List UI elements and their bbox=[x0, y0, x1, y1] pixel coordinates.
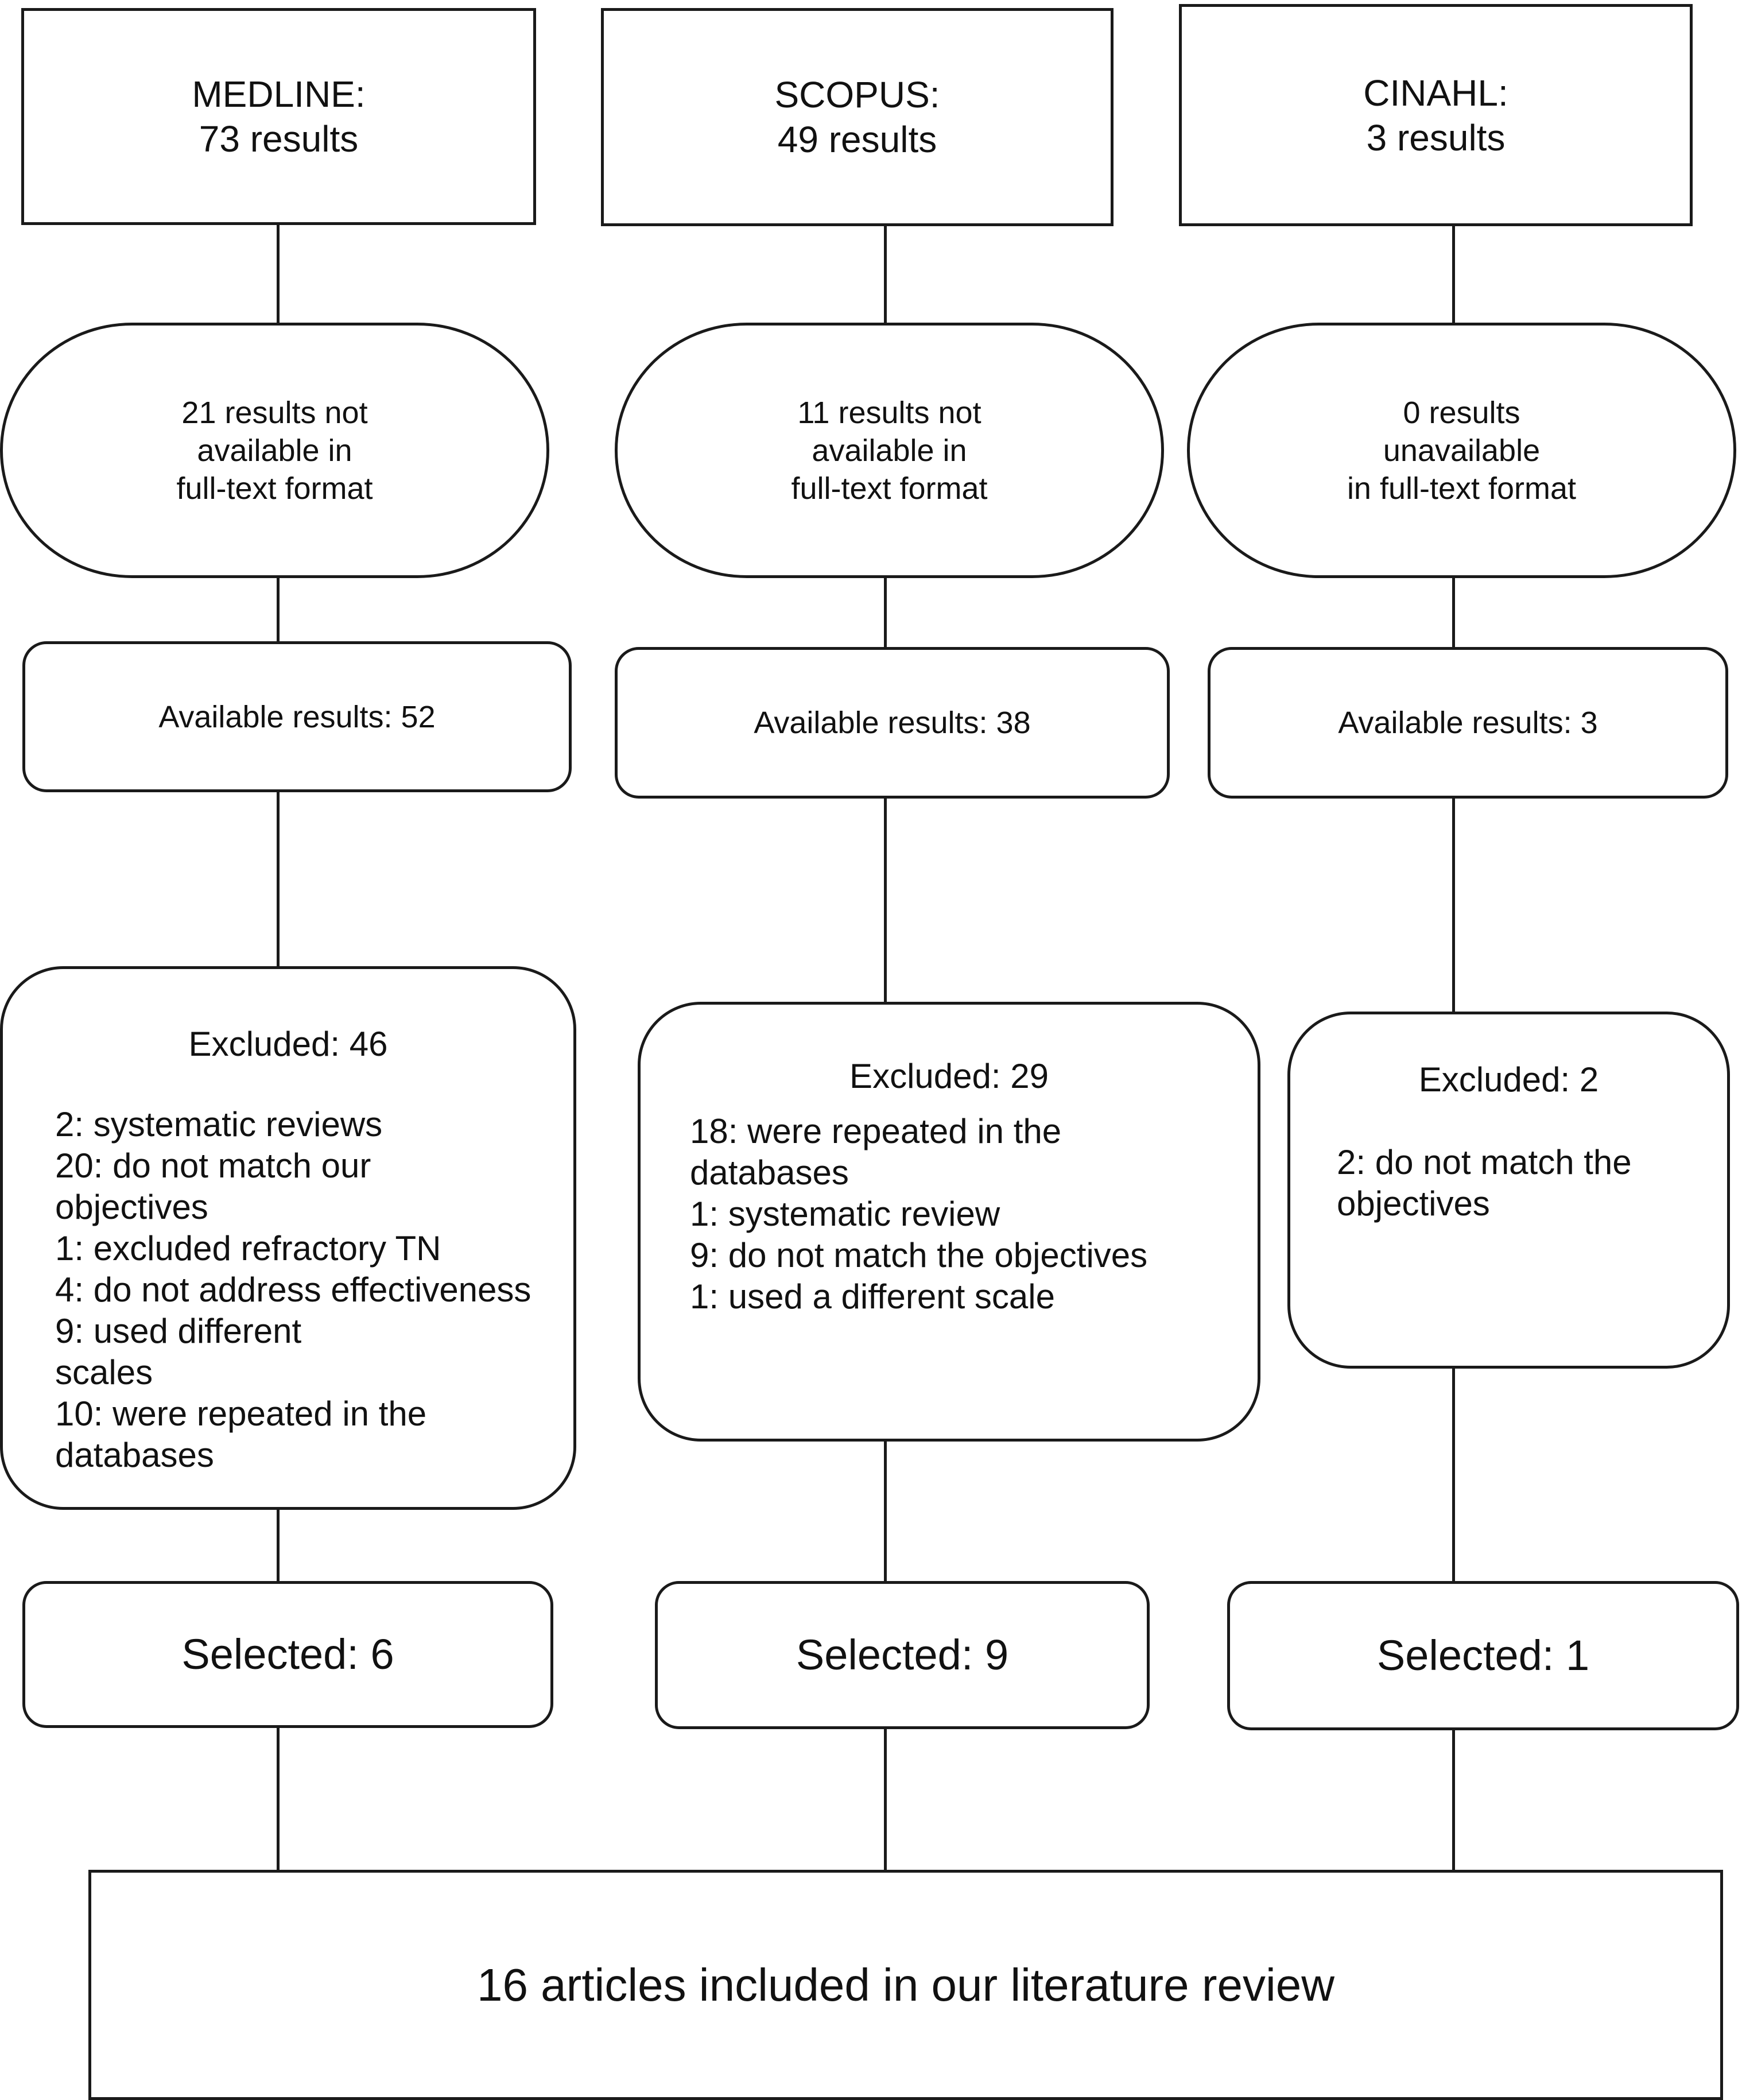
exclusion-reason: 1: used a different scale bbox=[690, 1277, 1055, 1316]
unavailable-text-line: unavailable bbox=[1383, 433, 1541, 468]
unavailable-text-line: 11 results not bbox=[797, 395, 981, 430]
unavailable-text-line: full-text format bbox=[791, 471, 988, 506]
source-box-medline: MEDLINE: 73 results bbox=[21, 8, 536, 225]
connector bbox=[884, 1728, 887, 1871]
connector bbox=[1452, 225, 1455, 324]
selected-box-scopus: Selected: 9 bbox=[655, 1581, 1150, 1729]
final-box: 16 articles included in our literature r… bbox=[88, 1870, 1723, 2100]
unavailable-text-line: full-text format bbox=[176, 471, 373, 506]
unavailable-text-line: 0 results bbox=[1403, 395, 1520, 430]
exclusion-reason: 1: systematic review bbox=[690, 1195, 1000, 1233]
exclusion-reason: 20: do not match our bbox=[55, 1146, 371, 1185]
exclusion-reason: 4: do not address effectiveness bbox=[55, 1270, 531, 1309]
unavailable-text-line: available in bbox=[197, 433, 352, 468]
source-result-count: 49 results bbox=[777, 119, 937, 160]
connector bbox=[277, 791, 280, 967]
exclusion-reason: scales bbox=[55, 1353, 153, 1392]
source-result-count: 73 results bbox=[199, 118, 359, 160]
excluded-count: Excluded: 2 bbox=[1418, 1060, 1599, 1099]
excluded-count: Excluded: 46 bbox=[188, 1025, 388, 1063]
connector bbox=[277, 223, 280, 324]
excluded-box-scopus: Excluded: 29 18: were repeated in the da… bbox=[638, 1002, 1260, 1442]
source-name: MEDLINE: bbox=[192, 73, 366, 115]
selected-count: Selected: 1 bbox=[1376, 1632, 1590, 1679]
exclusion-reason: databases bbox=[55, 1436, 214, 1474]
connector bbox=[277, 577, 280, 642]
source-box-scopus: SCOPUS: 49 results bbox=[601, 8, 1114, 226]
unavailable-text-line: in full-text format bbox=[1347, 471, 1577, 506]
connector bbox=[884, 797, 887, 1003]
exclusion-reason: objectives bbox=[1337, 1184, 1490, 1223]
available-count: Available results: 38 bbox=[754, 706, 1031, 740]
connector bbox=[1452, 1367, 1455, 1582]
final-result: 16 articles included in our literature r… bbox=[476, 1959, 1335, 2010]
connector bbox=[277, 1509, 280, 1582]
exclusion-reason: 9: do not match the objectives bbox=[690, 1236, 1148, 1274]
unavailable-text-line: 21 results not bbox=[181, 395, 368, 430]
source-name: CINAHL: bbox=[1363, 72, 1508, 114]
connector bbox=[277, 1727, 280, 1871]
exclusion-reason: 10: were repeated in the bbox=[55, 1394, 427, 1433]
source-name: SCOPUS: bbox=[774, 74, 940, 115]
selected-count: Selected: 9 bbox=[796, 1631, 1009, 1679]
available-count: Available results: 3 bbox=[1338, 706, 1598, 740]
connector bbox=[1452, 577, 1455, 648]
connector bbox=[1452, 1729, 1455, 1871]
exclusion-reason: 2: systematic reviews bbox=[55, 1105, 383, 1144]
exclusion-reason: objectives bbox=[55, 1188, 208, 1226]
available-box-cinahl: Available results: 3 bbox=[1208, 647, 1728, 799]
unavailable-box-scopus: 11 results not available in full-text fo… bbox=[615, 323, 1164, 578]
selected-box-cinahl: Selected: 1 bbox=[1227, 1581, 1739, 1730]
source-box-cinahl: CINAHL: 3 results bbox=[1179, 4, 1693, 226]
excluded-count: Excluded: 29 bbox=[849, 1057, 1049, 1095]
selected-count: Selected: 6 bbox=[181, 1630, 394, 1678]
available-box-scopus: Available results: 38 bbox=[615, 647, 1170, 799]
connector bbox=[884, 1440, 887, 1582]
source-result-count: 3 results bbox=[1366, 117, 1506, 158]
exclusion-reason: 9: used different bbox=[55, 1312, 302, 1350]
available-box-medline: Available results: 52 bbox=[22, 641, 572, 792]
unavailable-text-line: available in bbox=[812, 433, 967, 468]
unavailable-box-cinahl: 0 results unavailable in full-text forma… bbox=[1187, 323, 1736, 578]
exclusion-reason: 18: were repeated in the bbox=[690, 1112, 1062, 1150]
excluded-box-cinahl: Excluded: 2 2: do not match the objectiv… bbox=[1287, 1012, 1730, 1369]
connector bbox=[884, 577, 887, 648]
connector bbox=[884, 225, 887, 324]
exclusion-reason: 1: excluded refractory TN bbox=[55, 1229, 441, 1268]
selected-box-medline: Selected: 6 bbox=[22, 1581, 553, 1728]
exclusion-reason: 2: do not match the bbox=[1337, 1143, 1632, 1181]
excluded-box-medline: Excluded: 46 2: systematic reviews 20: d… bbox=[0, 966, 576, 1510]
available-count: Available results: 52 bbox=[158, 699, 436, 734]
connector bbox=[1452, 797, 1455, 1013]
unavailable-box-medline: 21 results not available in full-text fo… bbox=[0, 323, 549, 578]
exclusion-reason: databases bbox=[690, 1153, 849, 1192]
